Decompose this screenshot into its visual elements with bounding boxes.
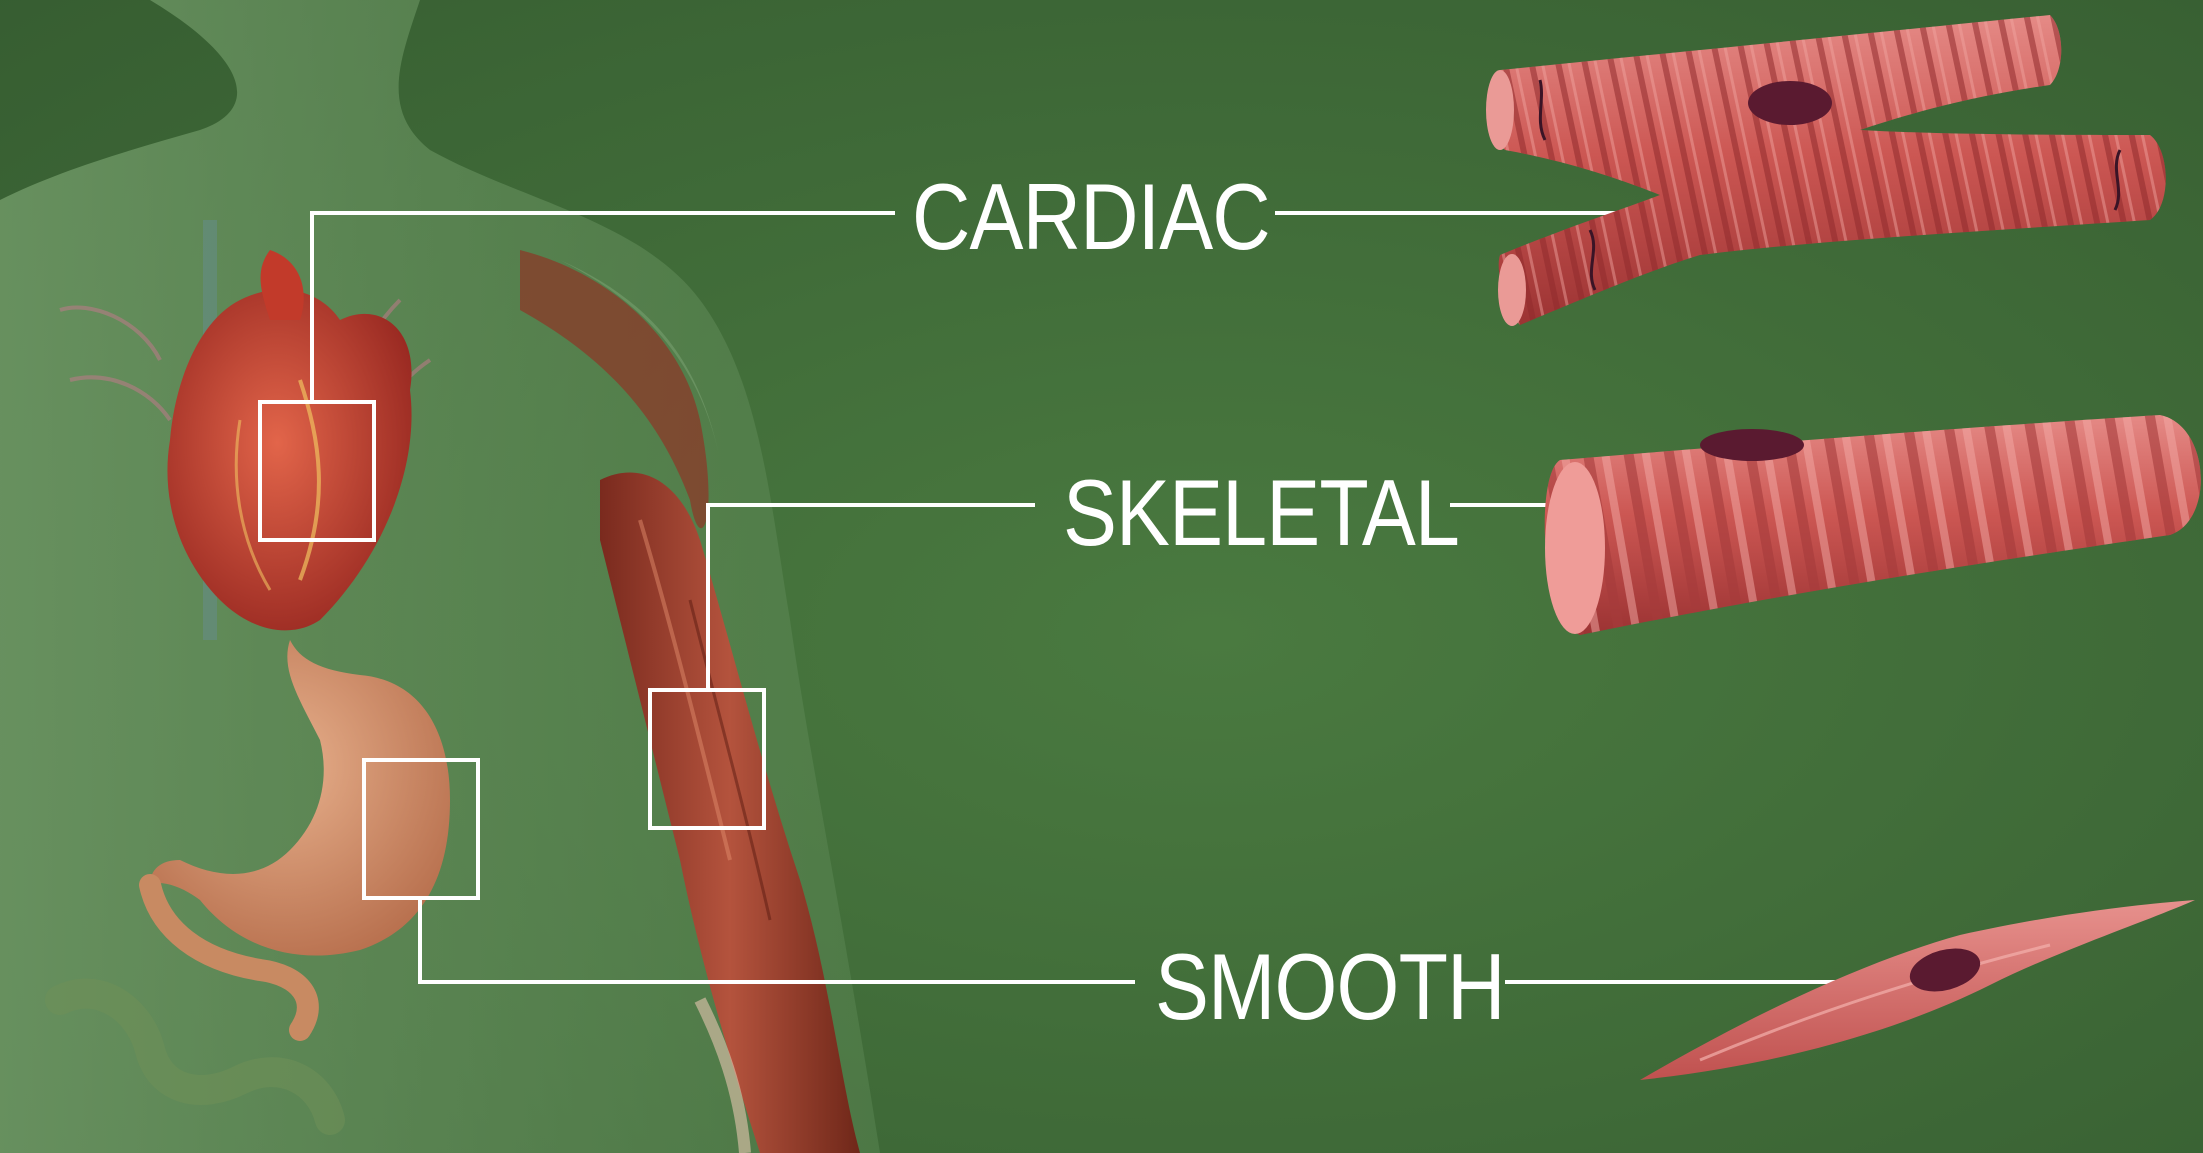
smooth-label: SMOOTH — [1155, 940, 1505, 1034]
skeletal-nucleus — [1700, 429, 1804, 461]
cardiac-nucleus — [1748, 81, 1832, 125]
skeletal-label: SKELETAL — [1063, 466, 1459, 560]
cardiac-label: CARDIAC — [912, 170, 1270, 264]
